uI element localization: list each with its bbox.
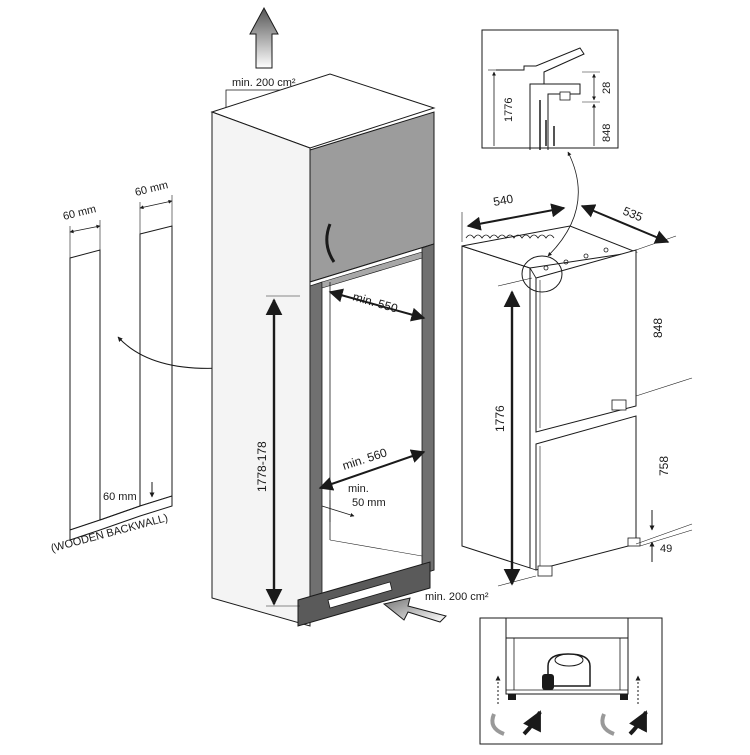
detail-dim-28: 28 xyxy=(601,82,613,94)
curved-double-arrow xyxy=(117,336,223,371)
kitchen-cabinet: min. 200 cm² min. 200 cm² min. 550 min. … xyxy=(210,6,489,627)
depth-label: 535 xyxy=(621,204,645,225)
lower-door-height-label: 758 xyxy=(657,456,671,476)
detail-callout-circle xyxy=(521,255,563,293)
compressor-icon xyxy=(547,653,591,687)
total-height-label: 1776 xyxy=(493,405,507,432)
backwall-dim-left: 60 mm xyxy=(62,203,98,223)
backwall-dim-right: 60 mm xyxy=(134,179,170,199)
vent-arrow-up-icon xyxy=(249,6,279,69)
height-range-label: 1778-178 xyxy=(255,441,269,492)
air-flow-in-left-icon xyxy=(490,713,505,736)
gap-label: min. 50 mm xyxy=(348,483,386,509)
cabinet-frame-left xyxy=(309,281,323,609)
plinth-vent-slot xyxy=(327,581,393,609)
detail-dim-1776: 1776 xyxy=(503,98,515,122)
detail-top-hinge: 1776 28 848 xyxy=(481,29,619,150)
detail-dim-848: 848 xyxy=(601,124,613,142)
air-flow-out-right-icon xyxy=(628,710,648,736)
air-flow-in-right-icon xyxy=(600,713,615,736)
upper-door xyxy=(535,249,637,433)
fridge-appliance: 540 535 1776 848 758 49 xyxy=(461,151,693,587)
backwall-dim-bottom: 60 mm xyxy=(103,491,137,503)
upper-door-height-label: 848 xyxy=(651,318,665,338)
lower-door xyxy=(535,415,637,571)
foot-height-label: 49 xyxy=(660,543,672,555)
cabinet-frame-right xyxy=(421,243,435,575)
air-flow-out-left-icon xyxy=(522,710,542,736)
vent-top-label: min. 200 cm² xyxy=(232,77,296,89)
detail-bottom-feet xyxy=(479,617,663,745)
vent-bottom-label: min. 200 cm² xyxy=(425,591,489,603)
width-label: 540 xyxy=(492,192,514,209)
door-handle-icon xyxy=(325,223,336,263)
wooden-backwall: 60 mm 60 mm 60 mm (WOODEN BACKWALL) xyxy=(50,179,223,555)
air-inlet-arrow-icon xyxy=(382,597,447,623)
